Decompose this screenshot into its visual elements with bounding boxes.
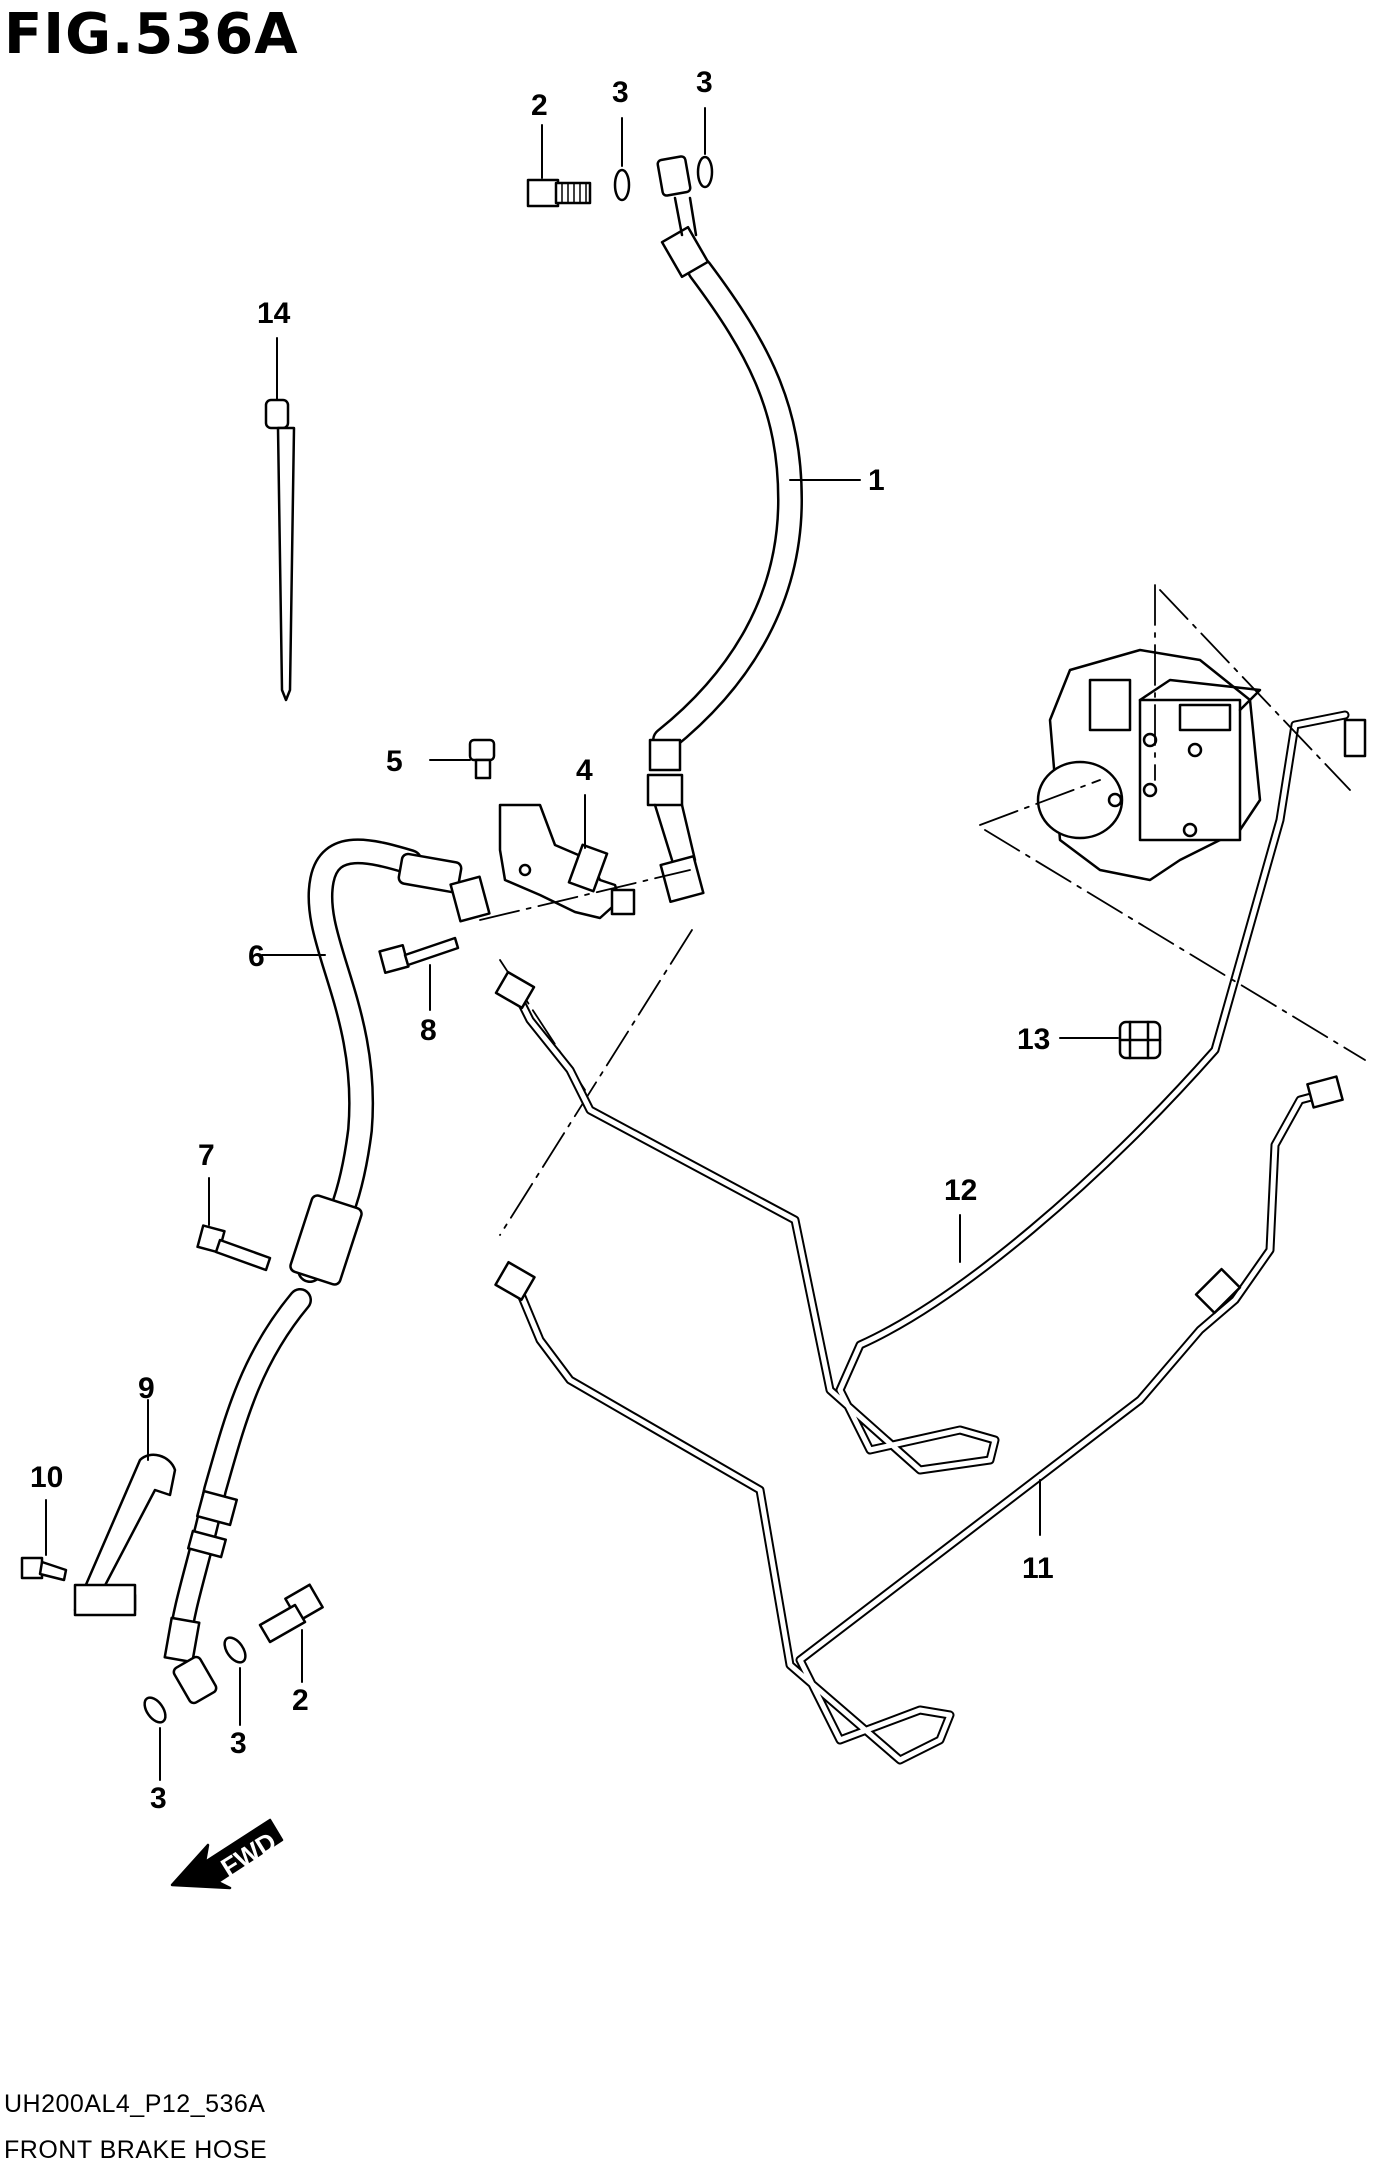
callout-11: 11 <box>1022 1552 1054 1585</box>
callout-13: 13 <box>1017 1023 1050 1056</box>
crush-washer <box>223 1636 247 1664</box>
callout-9: 9 <box>138 1372 155 1405</box>
callout-3-top-right: 3 <box>696 66 713 99</box>
bracket-bolt <box>468 738 496 780</box>
banjo-bolt-top <box>526 178 592 208</box>
figure-code: UH200AL4_P12_536A <box>4 2090 266 2118</box>
pipe-clip <box>1118 1020 1162 1060</box>
hose-bracket <box>498 803 636 920</box>
callout-3-top-left: 3 <box>612 76 629 109</box>
brake-pipe-12 <box>494 710 1367 1475</box>
callout-3-bottom-right: 3 <box>230 1727 247 1760</box>
callout-14: 14 <box>257 297 291 330</box>
cable-tie <box>264 398 296 702</box>
crush-washer <box>143 1696 167 1724</box>
fwd-arrow: FWD <box>170 1818 284 1890</box>
callout-12: 12 <box>944 1174 977 1207</box>
hose-guide-bolt <box>196 1224 272 1272</box>
callout-2-top: 2 <box>531 89 548 122</box>
brake-pipe-11 <box>494 1075 1344 1765</box>
bracket-bolt-long <box>378 936 460 974</box>
brake-hose-lower <box>163 838 491 1705</box>
callout-1: 1 <box>868 464 885 497</box>
callout-4: 4 <box>576 754 593 787</box>
callout-2-bottom: 2 <box>292 1684 309 1717</box>
hose-clamp <box>73 1453 177 1617</box>
crush-washer <box>696 155 714 189</box>
figure-title: FIG.536A <box>4 2 299 67</box>
crush-washer <box>613 168 631 202</box>
figure-caption: FRONT BRAKE HOSE <box>4 2136 268 2164</box>
abs-unit <box>1036 648 1262 882</box>
callout-10: 10 <box>30 1461 63 1494</box>
callout-7: 7 <box>198 1139 215 1172</box>
clamp-bolt <box>20 1556 68 1582</box>
callout-5: 5 <box>386 745 403 778</box>
callout-6: 6 <box>248 940 265 973</box>
callout-3-bottom-left: 3 <box>150 1782 167 1815</box>
callout-8: 8 <box>420 1014 437 1047</box>
brake-hose-upper <box>646 155 803 904</box>
banjo-bolt-bottom <box>258 1583 324 1644</box>
